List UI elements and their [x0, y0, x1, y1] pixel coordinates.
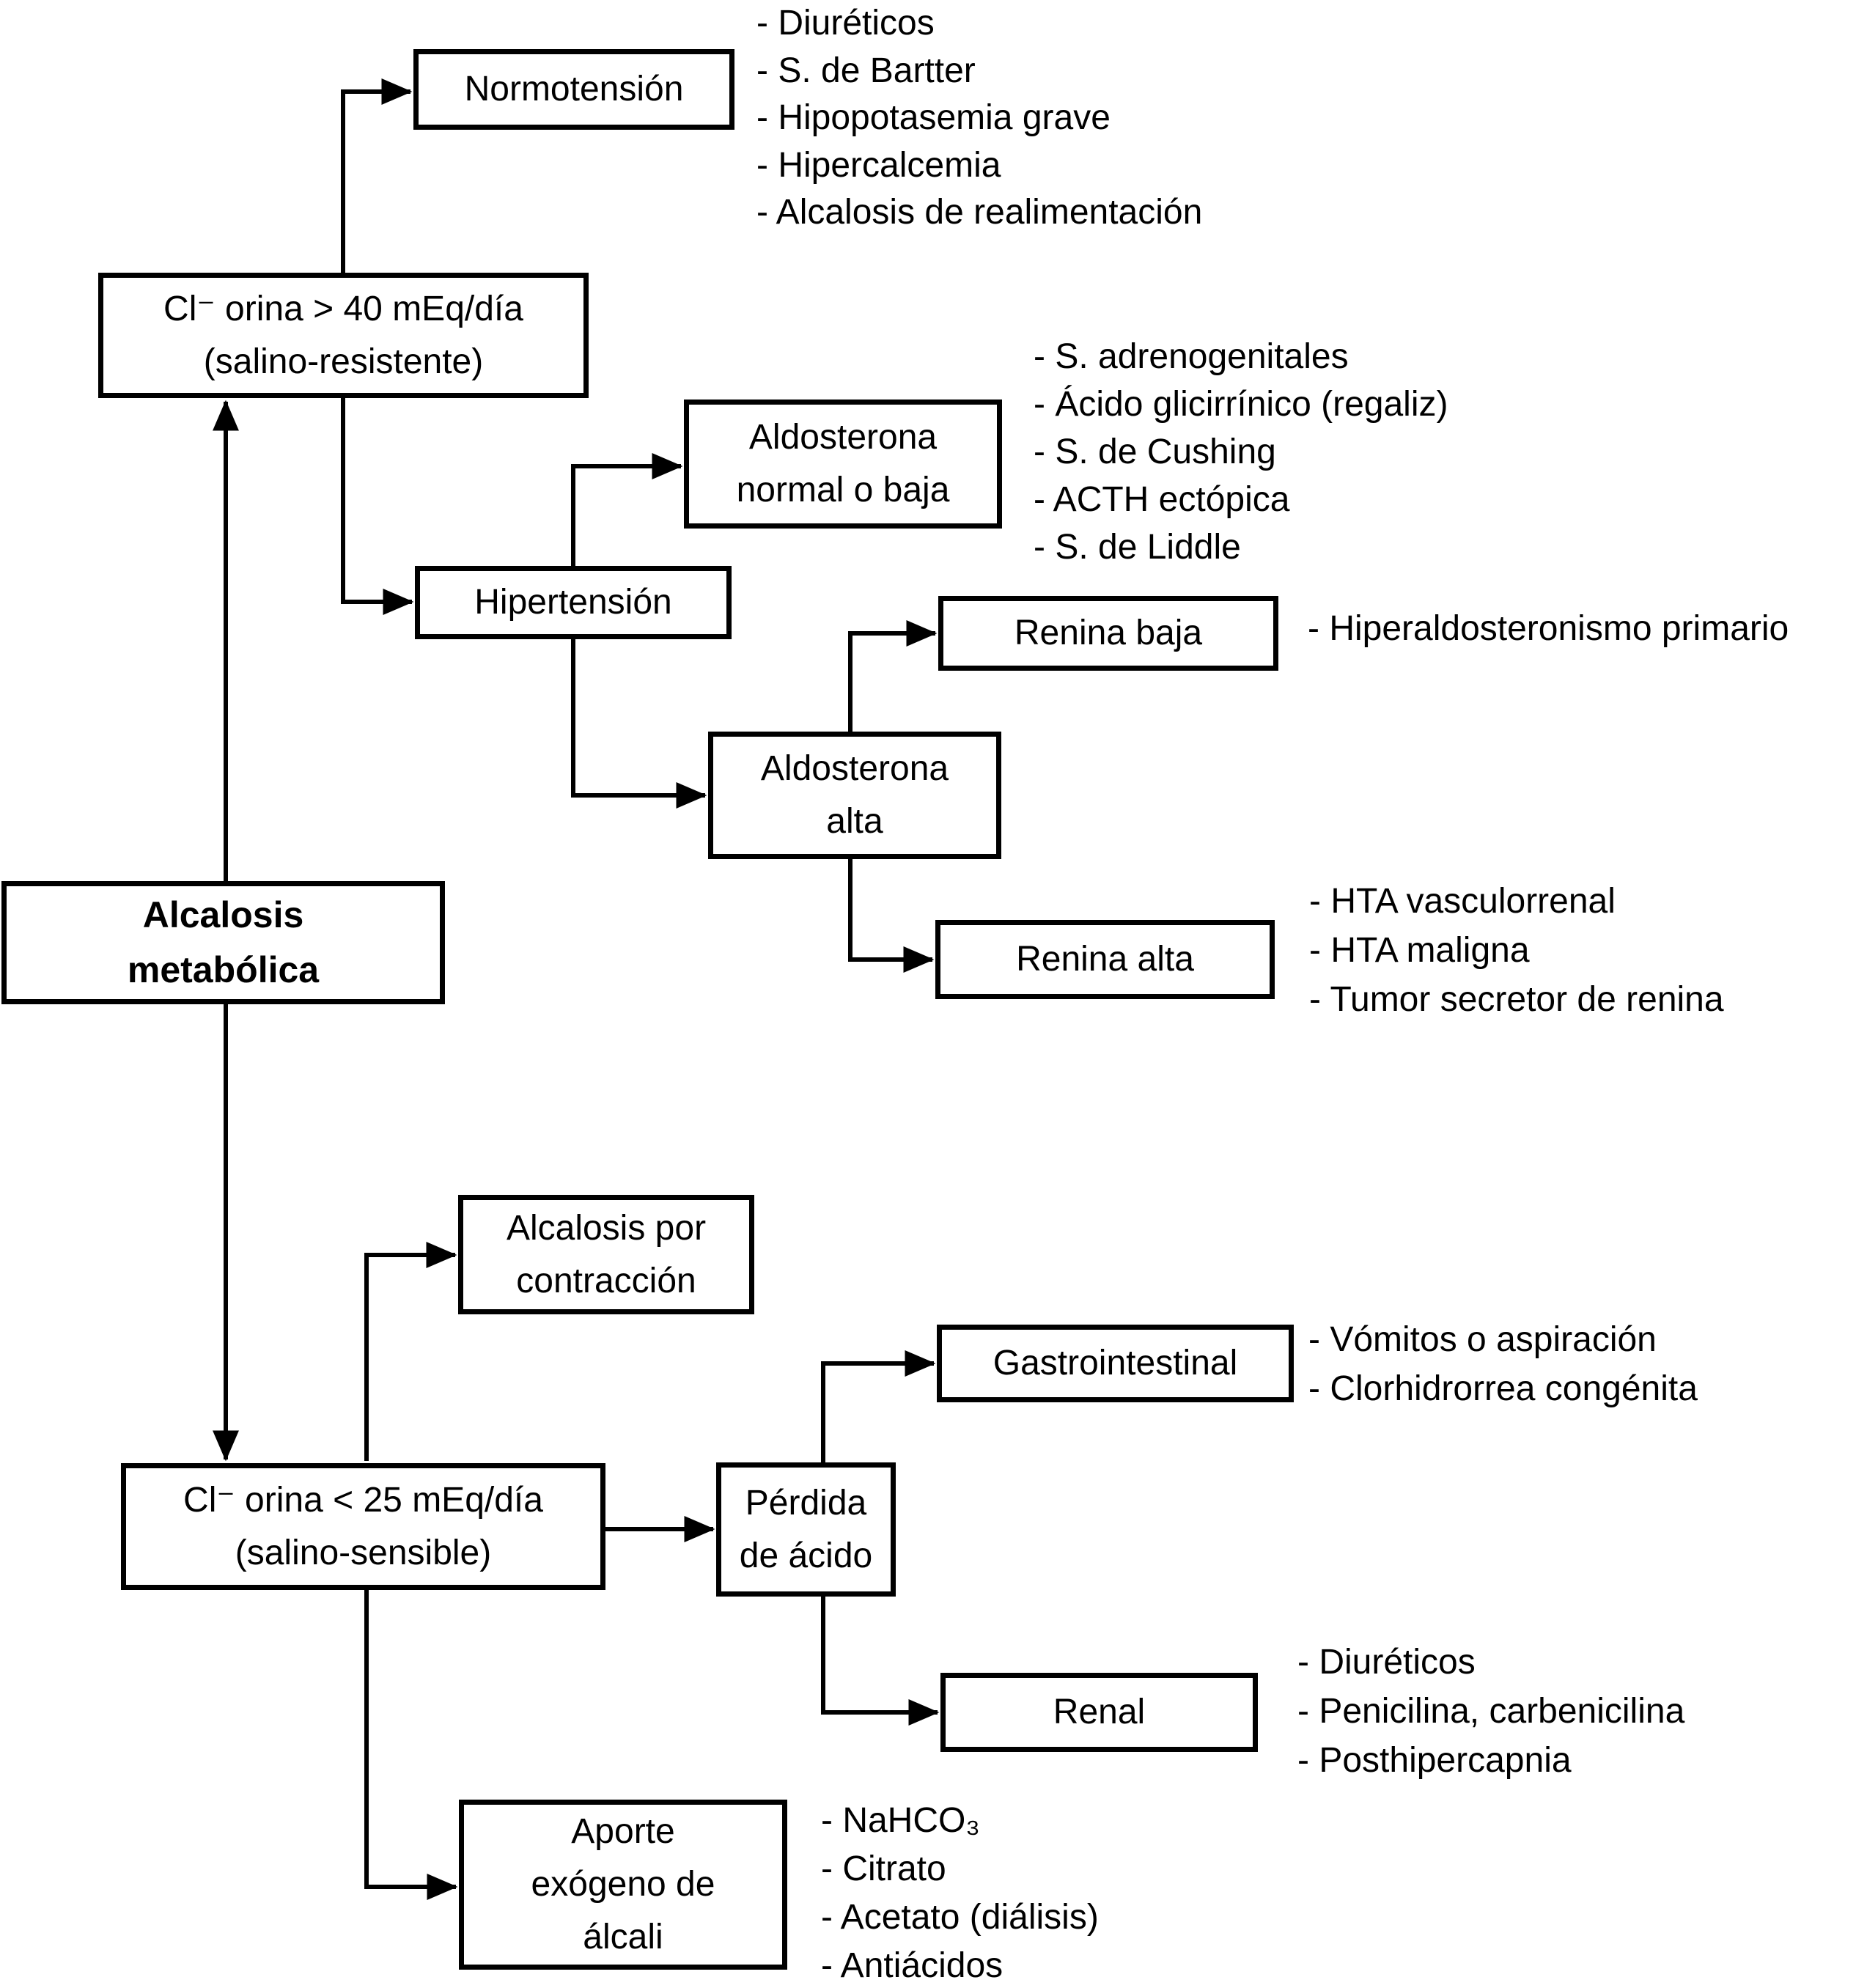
edge-perdida-renal	[821, 1594, 940, 1726]
edge-cllow-aporte	[364, 1588, 458, 1900]
node-label: Renina baja	[1014, 614, 1203, 652]
node-label: Renina alta	[1016, 940, 1194, 979]
causes-renina-alta: - HTA vasculorrenal - HTA maligna - Tumor …	[1309, 877, 1724, 1024]
list-item: - Diuréticos	[756, 4, 935, 43]
list-item: - Hiperaldosteronismo primario	[1308, 609, 1789, 648]
list-item: - S. de Cushing	[1034, 432, 1276, 471]
node-label: Renal	[1053, 1693, 1146, 1731]
node-label: Aporte	[571, 1812, 675, 1851]
list-item: - Hipercalcemia	[756, 145, 1001, 185]
list-item: - Hipopotasemia grave	[756, 98, 1111, 137]
node-label: Gastrointestinal	[993, 1344, 1238, 1383]
node-hipertension: Hipertensión	[415, 566, 732, 639]
node-label: normal o baja	[736, 471, 950, 509]
edge-clhigh-normotension	[341, 78, 413, 275]
node-label: álcali	[583, 1918, 663, 1956]
list-item: - Tumor secretor de renina	[1309, 980, 1724, 1019]
node-label: Aldosterona	[760, 749, 949, 788]
node-renina-alta: Renina alta	[935, 920, 1275, 999]
node-label: Cl⁻ orina < 25 mEq/día	[183, 1480, 543, 1520]
edge-clhigh-hipertension	[341, 396, 414, 615]
edge-hipertension-aldo-alta	[571, 637, 707, 809]
edge-hipertension-aldo-normal	[571, 453, 683, 568]
edge-cllow-contraccion	[364, 1242, 457, 1461]
edge-aldoalta-renina-alta	[848, 858, 935, 973]
node-aldosterona-normal-o-baja: Aldosterona normal o baja	[684, 400, 1002, 529]
node-cl-orina-alto: Cl⁻ orina > 40 mEq/día (salino-resistent…	[98, 273, 589, 398]
list-item: - Alcalosis de realimentación	[756, 193, 1203, 232]
node-alcalosis-por-contraccion: Alcalosis por contracción	[458, 1195, 754, 1314]
node-label: exógeno de	[531, 1865, 715, 1904]
node-label: (salino-sensible)	[235, 1533, 492, 1572]
node-perdida-de-acido: Pérdida de ácido	[716, 1462, 896, 1597]
node-label: Aldosterona	[748, 418, 938, 457]
list-item: - NaHCO₃	[821, 1801, 980, 1840]
node-label: Alcalosis	[142, 894, 304, 935]
node-label: contracción	[516, 1261, 696, 1300]
causes-renina-baja: - Hiperaldosteronismo primario	[1308, 605, 1789, 652]
node-label: Normotensión	[464, 70, 684, 108]
list-item: - Citrato	[821, 1849, 946, 1888]
list-item: - S. de Liddle	[1034, 528, 1241, 567]
node-label: Hipertensión	[474, 583, 672, 622]
list-item: - S. adrenogenitales	[1034, 337, 1349, 376]
causes-aporte-exogeno: - NaHCO₃ - Citrato - Acetato (diálisis) - A…	[821, 1797, 1099, 1988]
node-label: Pérdida	[745, 1483, 867, 1523]
node-gastrointestinal: Gastrointestinal	[937, 1325, 1294, 1402]
causes-normotension: - Diuréticos - S. de Bartter - Hipopotasem…	[756, 0, 1202, 237]
node-label: metabólica	[127, 949, 320, 990]
list-item: - Antiácidos	[821, 1946, 1004, 1985]
list-item: - HTA maligna	[1309, 931, 1530, 970]
node-aldosterona-alta: Aldosterona alta	[708, 732, 1001, 859]
list-item: - Penicilina, carbenicilina	[1297, 1692, 1685, 1731]
causes-aldosterona-normal: - S. adrenogenitales - Ácido glicirrínico…	[1034, 333, 1448, 571]
causes-renal: - Diuréticos - Penicilina, carbenicilina -…	[1297, 1638, 1684, 1785]
node-renal: Renal	[940, 1673, 1258, 1752]
list-item: - ACTH ectópica	[1034, 480, 1290, 519]
node-label: de ácido	[739, 1536, 873, 1575]
causes-gastrointestinal: - Vómitos o aspiración - Clorhidrorrea co…	[1308, 1315, 1698, 1413]
edge-perdida-gastro	[821, 1350, 936, 1465]
list-item: - Posthipercapnia	[1297, 1741, 1572, 1780]
node-label: alta	[826, 802, 883, 841]
node-normotension: Normotensión	[413, 49, 734, 130]
list-item: - Vómitos o aspiración	[1308, 1320, 1657, 1359]
node-cl-orina-bajo: Cl⁻ orina < 25 mEq/día (salino-sensible)	[121, 1463, 605, 1590]
list-item: - HTA vasculorrenal	[1309, 882, 1616, 921]
node-label: Cl⁻ orina > 40 mEq/día	[163, 289, 523, 328]
list-item: - S. de Bartter	[756, 51, 976, 90]
node-alcalosis-metabolica: Alcalosis metabólica	[1, 881, 445, 1004]
node-label: Alcalosis por	[506, 1208, 707, 1248]
list-item: - Clorhidrorrea congénita	[1308, 1369, 1698, 1408]
node-label: (salino-resistente)	[203, 342, 484, 381]
list-item: - Diuréticos	[1297, 1643, 1476, 1682]
list-item: - Ácido glicirrínico (regaliz)	[1034, 385, 1448, 424]
list-item: - Acetato (diálisis)	[821, 1898, 1099, 1937]
node-renina-baja: Renina baja	[938, 596, 1278, 671]
node-aporte-exogeno-de-alcali: Aporte exógeno de álcali	[459, 1800, 787, 1970]
edge-aldoalta-renina-baja	[848, 620, 938, 733]
